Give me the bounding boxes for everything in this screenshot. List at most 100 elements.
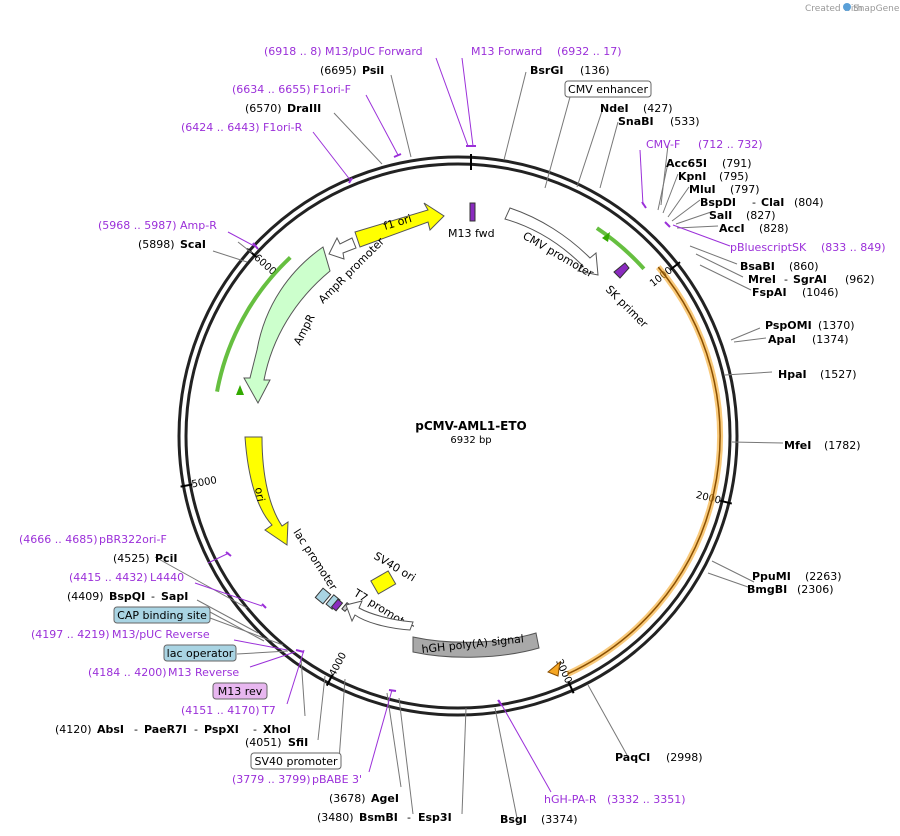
box-label-m13-rev: M13 rev [218, 685, 263, 698]
cmv-enhancer-arc [595, 226, 646, 271]
primer-name: M13 Forward [471, 45, 542, 58]
primer-range: (6918 .. 8) [264, 45, 322, 58]
primer-range: (712 .. 732) [698, 138, 763, 151]
snapgene-logo-icon [843, 3, 851, 11]
enzyme-pos: (1782) [824, 439, 861, 452]
primer-range: (4184 .. 4200) [88, 666, 167, 679]
cap-site-glyph [314, 587, 332, 605]
enzyme-name: SalI [709, 209, 732, 222]
primer-range: (3332 .. 3351) [607, 793, 686, 806]
labels: (6918 .. 8) M13/pUC Forward M13 Forward … [19, 45, 886, 826]
enzyme-pos: (791) [722, 157, 752, 170]
enzyme-pos: (2306) [797, 583, 834, 596]
primer-range: (5968 .. 5987) [98, 219, 177, 232]
enzyme-pos: (6570) [245, 102, 282, 115]
ori-arrow [244, 436, 289, 546]
svg-text:-: - [194, 723, 198, 736]
svg-text:-: - [784, 273, 788, 286]
svg-text:-: - [407, 811, 411, 824]
enzyme-pos: (828) [759, 222, 789, 235]
lac-promoter-label: lac promoter [290, 527, 339, 594]
boxed-features: CMV enhancer CAP binding site lac operat… [113, 80, 652, 770]
enzyme-name: BsrGI [530, 64, 563, 77]
plasmid-name: pCMV-AML1-ETO [415, 419, 527, 433]
enzyme-pos: (1374) [812, 333, 849, 346]
svg-text:-: - [134, 723, 138, 736]
enzyme-name: PspOMI [765, 319, 812, 332]
enzyme-pos: (5898) [138, 238, 175, 251]
enzyme-name: KpnI [678, 170, 706, 183]
primer-name: CMV-F [646, 138, 680, 151]
enzyme-name: XhoI [263, 723, 291, 736]
box-label-cmv-enhancer: CMV enhancer [568, 83, 648, 96]
green-arc-arrowhead [602, 232, 610, 242]
ampr-arrow [243, 246, 331, 405]
enzyme-name: BsgI [500, 813, 527, 826]
enzyme-name: SgrAI [793, 273, 827, 286]
enzyme-name: MreI [748, 273, 776, 286]
enzyme-pos: (3480) [317, 811, 354, 824]
enzyme-name: BsmBI [359, 811, 398, 824]
enzyme-pos: (3374) [541, 813, 578, 826]
primer-name: T7 [261, 704, 276, 717]
primer-leaders [194, 57, 731, 793]
enzyme-name: MfeI [784, 439, 811, 452]
enzyme-name: SnaBI [618, 115, 654, 128]
primer-range: (4197 .. 4219) [31, 628, 110, 641]
primer-name: pBluescriptSK [730, 241, 807, 254]
enzyme-pos: (533) [670, 115, 700, 128]
primer-range: (4666 .. 4685) [19, 533, 98, 546]
enzyme-name: Esp3I [418, 811, 452, 824]
scale-tick-label: 5000 [191, 475, 218, 490]
enzyme-name: BspDI [700, 196, 736, 209]
sv40-ori-box [370, 570, 397, 595]
svg-text:-: - [253, 723, 257, 736]
box-label-sv40-promoter: SV40 promoter [254, 755, 338, 768]
enzyme-name: ApaI [768, 333, 796, 346]
m13-fwd-glyph [469, 202, 476, 222]
enzyme-name: Acc65I [666, 157, 707, 170]
enzyme-pos: (804) [794, 196, 824, 209]
ampr-promoter-arrow [328, 236, 357, 260]
credit-brand: SnapGene [853, 4, 900, 14]
enzyme-name: SapI [161, 590, 188, 603]
backbone-ring [177, 155, 739, 717]
primer-range: (6424 .. 6443) [181, 121, 260, 134]
enzyme-name: PaeR7I [144, 723, 187, 736]
enzyme-pos: (1046) [802, 286, 839, 299]
primer-name: Amp-R [180, 219, 217, 232]
enzyme-name: DraIII [287, 102, 321, 115]
primer-name: M13/pUC Reverse [112, 628, 210, 641]
enzyme-name: PaqCI [615, 751, 650, 764]
sk-primer-label: SK primer [603, 283, 651, 331]
credit-prefix: Created with [805, 4, 863, 14]
enzyme-pos: (3678) [329, 792, 366, 805]
enzyme-name: NdeI [600, 102, 629, 115]
primer-range: (6634 .. 6655) [232, 83, 311, 96]
leader-lines [154, 71, 784, 819]
primer-name: F1ori-F [313, 83, 351, 96]
enzyme-name: ClaI [761, 196, 784, 209]
box-label-cap-binding-site: CAP binding site [117, 609, 207, 622]
primer-range: (4415 .. 4432) [69, 571, 148, 584]
sk-primer-glyph [613, 262, 630, 279]
scale-tick [567, 681, 575, 694]
enzyme-pos: (4051) [245, 736, 282, 749]
scale-tick [669, 261, 681, 271]
enzyme-pos: (427) [643, 102, 673, 115]
enzyme-pos: (4120) [55, 723, 92, 736]
primer-name: M13 Reverse [168, 666, 239, 679]
insert-arrowhead [547, 660, 561, 677]
ori-label: ori [252, 486, 267, 502]
svg-text:-: - [151, 590, 155, 603]
enzyme-name: BsaBI [740, 260, 775, 273]
enzyme-name: PpuMI [752, 570, 791, 583]
enzyme-name: ScaI [180, 238, 206, 251]
enzyme-name: PsiI [362, 64, 384, 77]
enzyme-name: SfiI [288, 736, 308, 749]
scale-tick [325, 674, 334, 687]
enzyme-pos: (962) [845, 273, 875, 286]
plasmid-size: 6932 bp [450, 435, 491, 446]
enzyme-name: HpaI [778, 368, 807, 381]
primer-range: (3779 .. 3799) [232, 773, 311, 786]
